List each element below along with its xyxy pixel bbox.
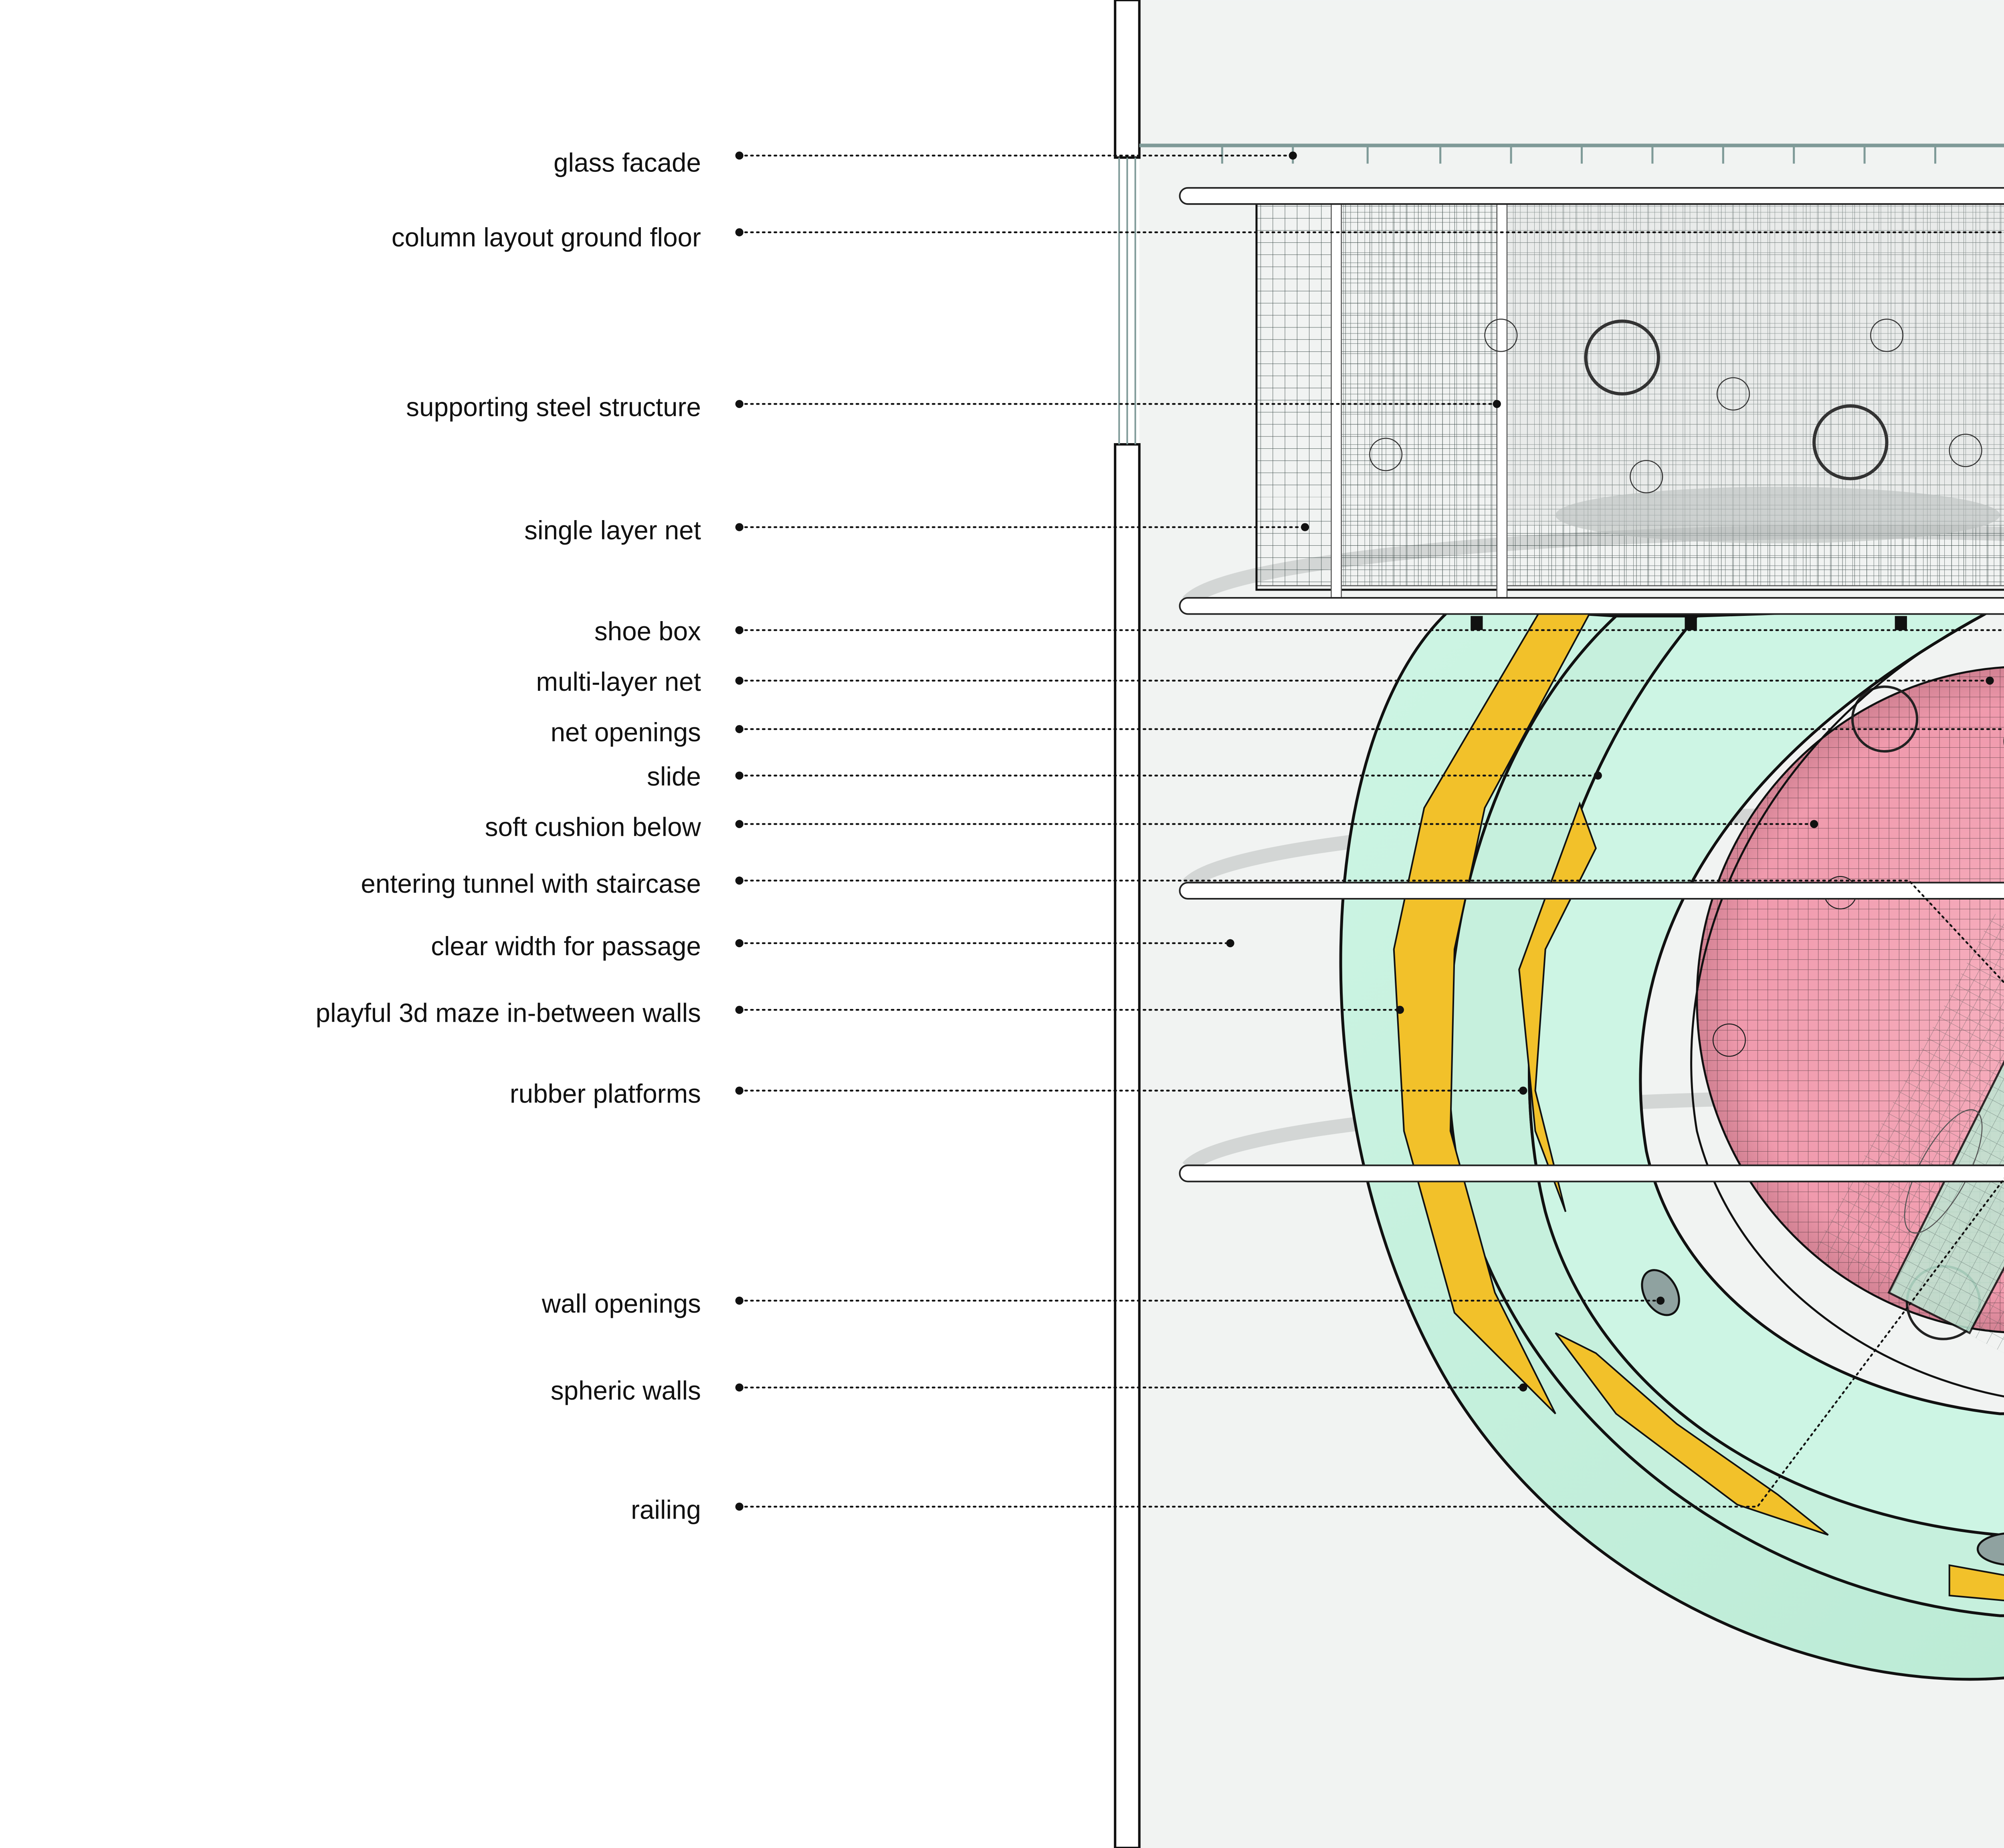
label-supporting-steel-structure: supporting steel structure	[406, 392, 701, 422]
label-rubber-platforms: rubber platforms	[510, 1079, 701, 1108]
label-entering-tunnel-with-staircase: entering tunnel with staircase	[361, 869, 701, 898]
label-spheric-walls: spheric walls	[551, 1376, 701, 1405]
label-shoe-box: shoe box	[594, 617, 701, 646]
label-wall-openings: wall openings	[541, 1289, 701, 1318]
label-slide: slide	[647, 762, 701, 791]
label-playful-3d-maze-in-between-walls: playful 3d maze in-between walls	[316, 998, 701, 1027]
label-single-layer-net: single layer net	[524, 516, 701, 545]
leader-lines	[735, 151, 2004, 1511]
annotation-labels: glass facade column layout ground floor …	[316, 148, 701, 1525]
label-clear-width-for-passage: clear width for passage	[431, 932, 701, 961]
rubber-platforms	[1393, 601, 2004, 1602]
label-multi-layer-net: multi-layer net	[536, 667, 701, 696]
label-soft-cushion-below: soft cushion below	[485, 813, 701, 842]
net-openings-upper	[1369, 319, 1982, 494]
label-railing: railing	[631, 1495, 701, 1524]
label-column-layout-ground-floor: column layout ground floor	[392, 223, 701, 252]
label-glass-facade: glass facade	[554, 148, 701, 178]
label-net-openings: net openings	[551, 718, 701, 747]
single-layer-net-panel	[1255, 201, 2004, 591]
shoe-boxes	[1471, 616, 1907, 630]
glass-facade-element	[1139, 143, 2004, 164]
outer-walls	[1114, 0, 1141, 1848]
wall-openings	[1641, 1269, 2004, 1566]
horizontal-beams	[1179, 187, 2004, 1182]
